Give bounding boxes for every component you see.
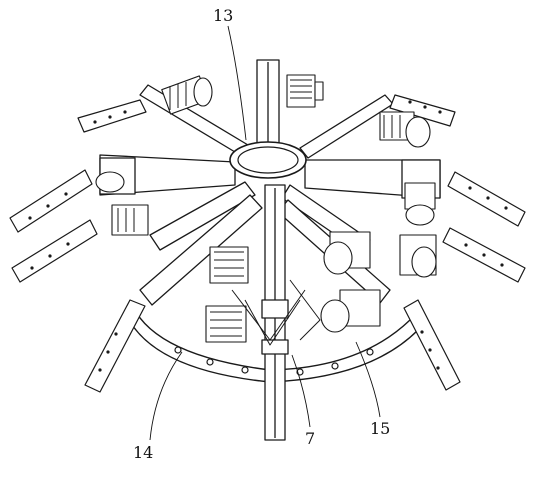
center-frame xyxy=(231,279,321,346)
callout-7: 7 xyxy=(305,429,316,448)
leader-line-14 xyxy=(149,351,183,441)
callout-15: 15 xyxy=(370,419,391,438)
central-column xyxy=(256,59,289,441)
leader-line-15 xyxy=(355,341,381,418)
leader-lines xyxy=(149,25,381,441)
radial-arms xyxy=(99,84,441,306)
motors xyxy=(95,74,437,343)
gripper-plates xyxy=(9,94,526,393)
callout-13: 13 xyxy=(213,6,234,25)
hub-disc xyxy=(229,141,307,179)
leader-line-13 xyxy=(227,25,247,141)
callout-14: 14 xyxy=(133,443,154,462)
leader-line-7 xyxy=(291,354,311,428)
